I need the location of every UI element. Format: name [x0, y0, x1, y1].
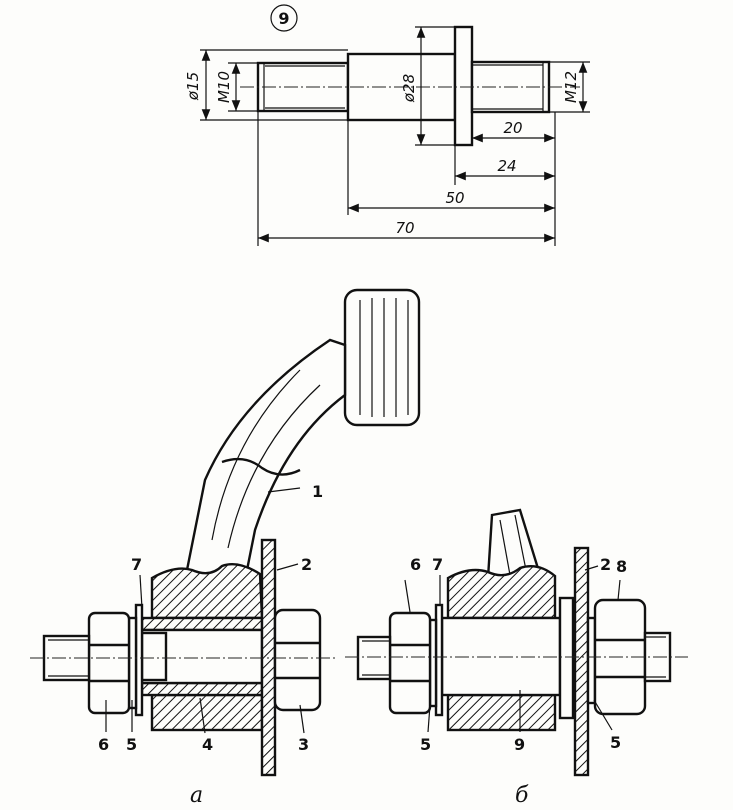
bolt-head-3: [273, 608, 322, 712]
label-part-5-a: 5: [126, 735, 137, 754]
dim-length-24: 24: [497, 157, 516, 175]
label-part-8: 8: [616, 557, 627, 576]
dim-shank-diameter: ø15: [184, 72, 202, 101]
label-part-9: 9: [514, 735, 525, 754]
dim-length-70: 70: [395, 219, 414, 237]
label-part-7-b: 7: [432, 555, 443, 574]
detail-number-circle: [270, 4, 298, 32]
dim-flange-diameter: ø28: [400, 74, 418, 103]
caption-a: a: [190, 783, 203, 808]
label-part-7-a: 7: [131, 555, 142, 574]
hub-upper-section: [150, 563, 264, 620]
label-part-6-b: 6: [410, 555, 421, 574]
label-part-2-b: 2: [600, 555, 611, 574]
detail-number: 9: [278, 9, 289, 28]
part-9-thread-left: [356, 635, 392, 681]
dim-left-thread: M10: [215, 71, 233, 103]
part-9-flange: [558, 596, 575, 720]
label-part-5-b-left: 5: [420, 735, 431, 754]
label-part-5-b-right: 5: [610, 733, 621, 752]
label-part-4: 4: [202, 735, 213, 754]
hub-upper-section-b: [446, 565, 557, 620]
label-part-2-a: 2: [301, 555, 312, 574]
nut-6-b: [388, 611, 432, 715]
flange: [453, 25, 474, 147]
label-part-1: 1: [312, 482, 323, 501]
hub-lower-section: [150, 693, 264, 732]
dim-length-50: 50: [445, 189, 464, 207]
detail-part-9: 9 ø15 M10 ø28: [184, 4, 590, 246]
dim-length-20: 20: [503, 119, 522, 137]
caption-b: б: [515, 783, 529, 808]
assembly-a: 1 2 7 6 5 4 3 a: [30, 288, 421, 808]
bushing-lower: [140, 681, 264, 697]
frame-plate-b: [573, 546, 590, 777]
dim-right-thread: M12: [562, 71, 580, 103]
hub-lower-section-b: [446, 693, 557, 732]
label-part-6-a: 6: [98, 735, 109, 754]
nut-6-a: [87, 611, 131, 715]
lever-break-line: [221, 457, 301, 476]
bushing-upper: [140, 616, 264, 632]
label-part-3: 3: [298, 735, 309, 754]
assembly-b: 6 7 2 8 5 9 5 б: [345, 508, 688, 808]
